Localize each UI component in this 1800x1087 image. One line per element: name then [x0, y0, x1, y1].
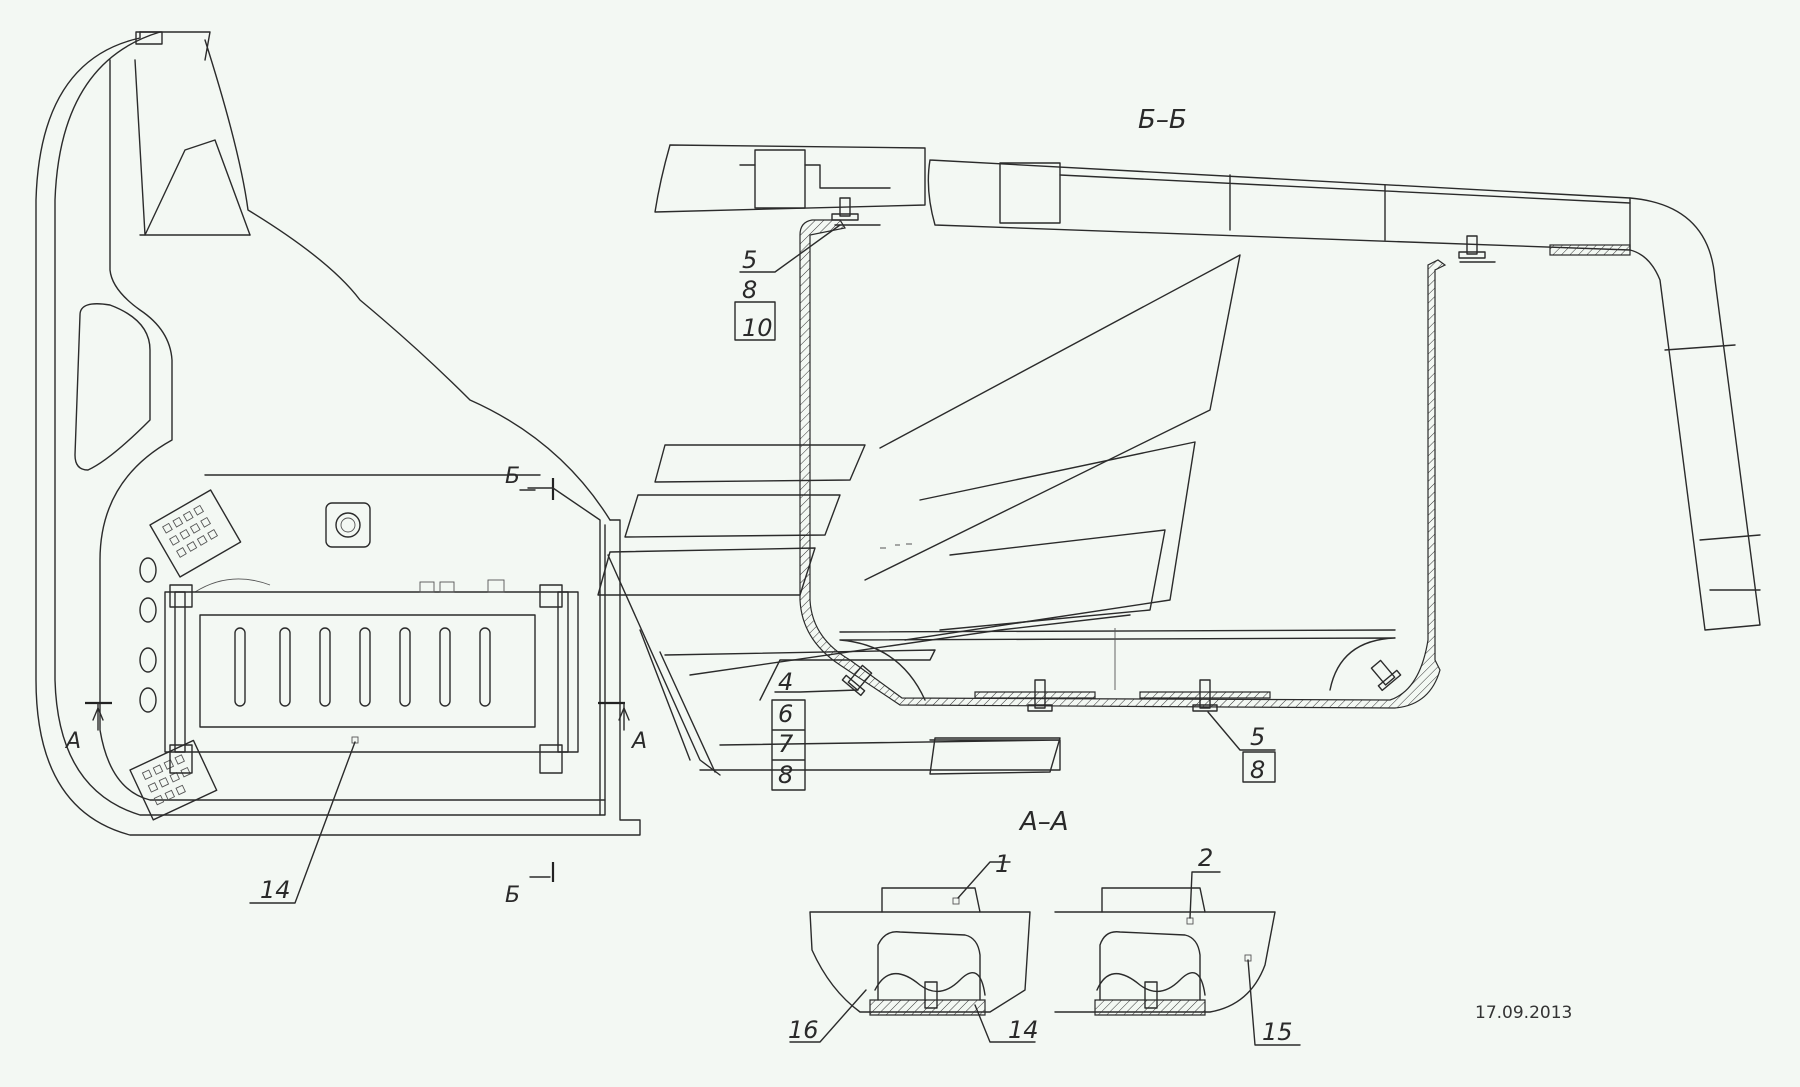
tray-plate [834, 224, 1496, 263]
bolt-side-right [1370, 659, 1402, 692]
callout-7: 7 [778, 730, 794, 758]
cab-inner-contour [54, 31, 606, 816]
corner-block [135, 31, 163, 45]
access-hatch [325, 502, 371, 548]
section-mark-a-right: А [630, 729, 647, 754]
bolt-5-bottom-2 [1192, 679, 1218, 712]
callout-1: 1 [995, 850, 1010, 878]
battery-brackets [169, 584, 563, 774]
section-bb-view: Б–Б [597, 105, 1761, 791]
section-aa-view: А–А 1 16 14 2 [788, 807, 1301, 1046]
label-point-1 [952, 897, 960, 905]
section-aa-left: 1 16 14 [788, 850, 1039, 1044]
cab-outer-contour [35, 31, 641, 836]
section-mark-b-bottom: Б [505, 883, 520, 908]
console-contour [99, 59, 606, 801]
label-point-2 [1186, 917, 1194, 925]
battery-cells [234, 627, 491, 707]
bolt-5-top-right [1458, 235, 1486, 259]
tunnel-outline [204, 39, 611, 521]
terminals [419, 579, 505, 593]
callout-5-bottom: 5 [1250, 723, 1265, 751]
callout-10: 10 [742, 314, 773, 342]
cab-top-edge [139, 31, 211, 61]
tray-bracket [799, 219, 1447, 709]
callout-9-top: 8 [742, 276, 757, 304]
callout-14-aa: 14 [1008, 1016, 1039, 1044]
rail-block-left [754, 149, 806, 209]
callout-8: 8 [778, 761, 793, 789]
callout-16: 16 [788, 1016, 819, 1044]
section-bb-title: Б–Б [1138, 105, 1187, 135]
leader-14-plan [249, 741, 356, 904]
tray-pan [839, 629, 1396, 701]
callout-9-bottom: 8 [1250, 756, 1265, 784]
plan-view: Б Б А А 14 [35, 31, 647, 908]
battery-box [164, 578, 579, 774]
panel-line [134, 59, 251, 236]
date-stamp: 17.09.2013 [1475, 1003, 1572, 1023]
callout-2: 2 [1198, 844, 1213, 872]
control-panel-lower [129, 739, 218, 821]
callout-5-top: 5 [742, 246, 757, 274]
frame-rail-left [654, 144, 926, 213]
section-aa-right: 2 15 [1054, 844, 1301, 1046]
console-holes [139, 557, 157, 713]
section-mark-a-left: А [64, 729, 81, 754]
battery-stack [597, 254, 1241, 776]
bolt-5-top-left [831, 197, 859, 221]
section-line-bb: Б Б [505, 464, 601, 908]
rail-block-right [999, 162, 1061, 224]
control-panel-upper [149, 489, 242, 578]
cab-wall-right [1629, 197, 1761, 631]
callouts-bb: 5 8 10 4 6 7 8 5 8 [734, 224, 1276, 791]
callout-15: 15 [1262, 1018, 1293, 1046]
bolt-side-left [841, 664, 873, 697]
section-aa-title: А–А [1018, 807, 1069, 837]
frame-rail-right [927, 159, 1631, 251]
bolt-5-bottom-1 [1027, 679, 1053, 712]
section-mark-b-top: Б [505, 464, 520, 489]
callout-6: 6 [778, 700, 793, 728]
callout-4: 4 [778, 668, 793, 696]
callout-14-plan: 14 [260, 876, 291, 904]
console-cutout [74, 303, 151, 471]
section-line-aa: А А [64, 701, 647, 754]
